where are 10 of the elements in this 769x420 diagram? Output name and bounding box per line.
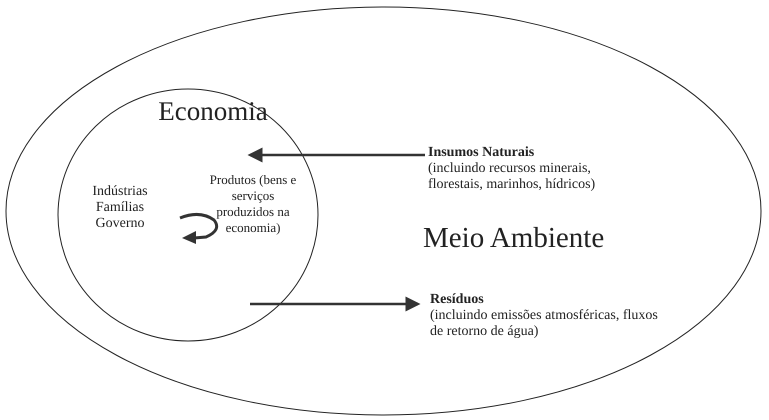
inputs-heading: Insumos Naturais bbox=[428, 145, 536, 161]
economy-title: Economia bbox=[157, 98, 269, 125]
products-text: Produtos (bens e serviços produzidos na economia) bbox=[208, 172, 298, 236]
waste-heading: Resíduos bbox=[430, 292, 485, 308]
inputs-description: (incluindo recursos minerais, florestais, marinhos, hídricos) bbox=[428, 161, 596, 193]
sector-list: Indústrias Famílias Governo bbox=[75, 184, 165, 232]
waste-description: (incluindo emissões atmosféricas, fluxos de retorno de água) bbox=[430, 308, 659, 340]
environment-title: Meio Ambiente bbox=[423, 224, 606, 253]
arrow bbox=[248, 148, 425, 162]
arrow bbox=[250, 296, 420, 312]
